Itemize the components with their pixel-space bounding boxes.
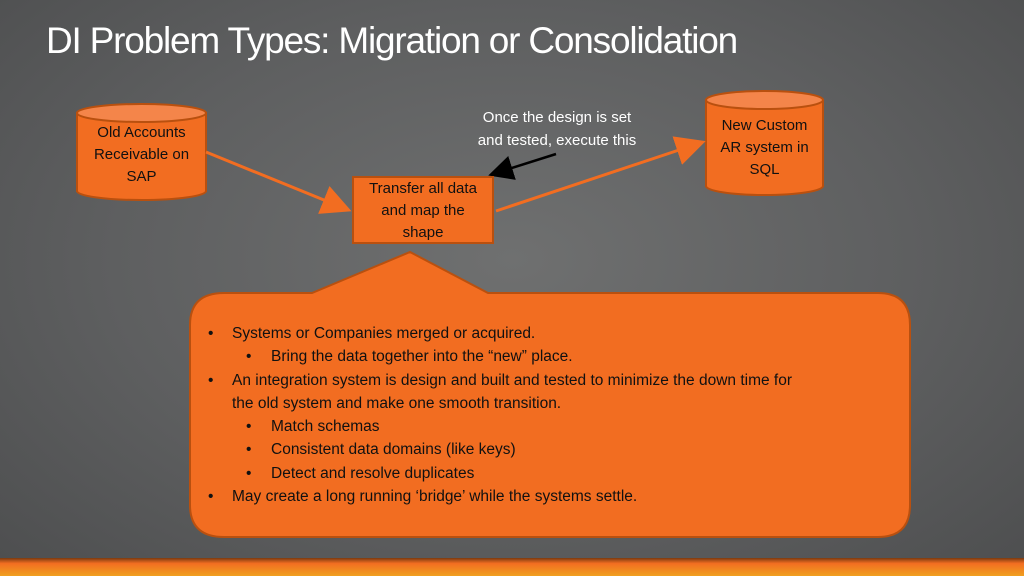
source-line: SAP	[126, 168, 157, 185]
sub-bullet-item: • Detect and resolve duplicates	[208, 462, 888, 485]
source-line: Old Accounts	[97, 124, 186, 141]
target-line: SQL	[749, 161, 780, 178]
bullet-dot: •	[246, 418, 252, 436]
execution-note: Once the design is set and tested, execu…	[452, 106, 662, 152]
note-line: Once the design is set	[482, 109, 632, 126]
target-database-cylinder	[705, 90, 824, 196]
sub-bullet-item: • Bring the data together into the “new” …	[208, 345, 888, 368]
bullet-dot: •	[208, 488, 214, 506]
bullet-item: • Systems or Companies merged or acquired…	[208, 322, 888, 345]
slide-title: DI Problem Types: Migration or Consolida…	[46, 20, 738, 61]
sub-bullet-item: • Match schemas	[208, 415, 888, 438]
note-line: and tested, execute this	[477, 132, 637, 149]
sub-bullet-item: • Consistent data domains (like keys)	[208, 438, 888, 461]
target-system-label: New Custom AR system in SQL	[706, 115, 823, 181]
bullet-continuation: the old system and make one smooth trans…	[208, 392, 888, 415]
process-line: Transfer all data	[369, 180, 477, 197]
source-system-label: Old Accounts Receivable on SAP	[77, 122, 206, 188]
process-to-target-arrow	[495, 136, 706, 213]
transfer-process-box: Transfer all data and map the shape	[352, 176, 494, 244]
bullet-dot: •	[208, 325, 214, 342]
bottom-accent-bar	[0, 558, 1024, 576]
bullet-text: An integration system is design and buil…	[232, 371, 793, 389]
source-line: Receivable on	[93, 146, 190, 163]
bullet-dot: •	[246, 441, 252, 459]
bullet-item: • An integration system is design and bui…	[208, 369, 888, 392]
process-line: and map the	[381, 202, 465, 219]
bullet-text: Systems or Companies merged or acquired.	[232, 325, 536, 342]
process-line: shape	[402, 224, 444, 241]
source-database-cylinder	[76, 103, 207, 201]
bullet-dot: •	[246, 464, 252, 482]
bullet-text: Bring the data together into the “new” p…	[271, 348, 573, 366]
target-line: AR system in	[720, 139, 809, 156]
source-to-process-arrow	[205, 150, 352, 214]
bullet-dot: •	[246, 348, 252, 366]
bullet-dot: •	[208, 371, 214, 389]
bullet-text: Consistent data domains (like keys)	[271, 441, 516, 459]
bullet-text: Detect and resolve duplicates	[271, 464, 475, 482]
bullet-text: May create a long running ‘bridge’ while…	[232, 488, 638, 506]
callout-bullet-list: • Systems or Companies merged or acquired…	[208, 322, 888, 508]
bullet-item: • May create a long running ‘bridge’ whil…	[208, 485, 888, 508]
target-line: New Custom	[721, 117, 808, 134]
bullet-text: Match schemas	[271, 418, 380, 436]
callout-shape	[189, 250, 911, 538]
note-pointer-arrow	[488, 152, 557, 180]
bullet-text: the old system and make one smooth trans…	[232, 394, 562, 412]
